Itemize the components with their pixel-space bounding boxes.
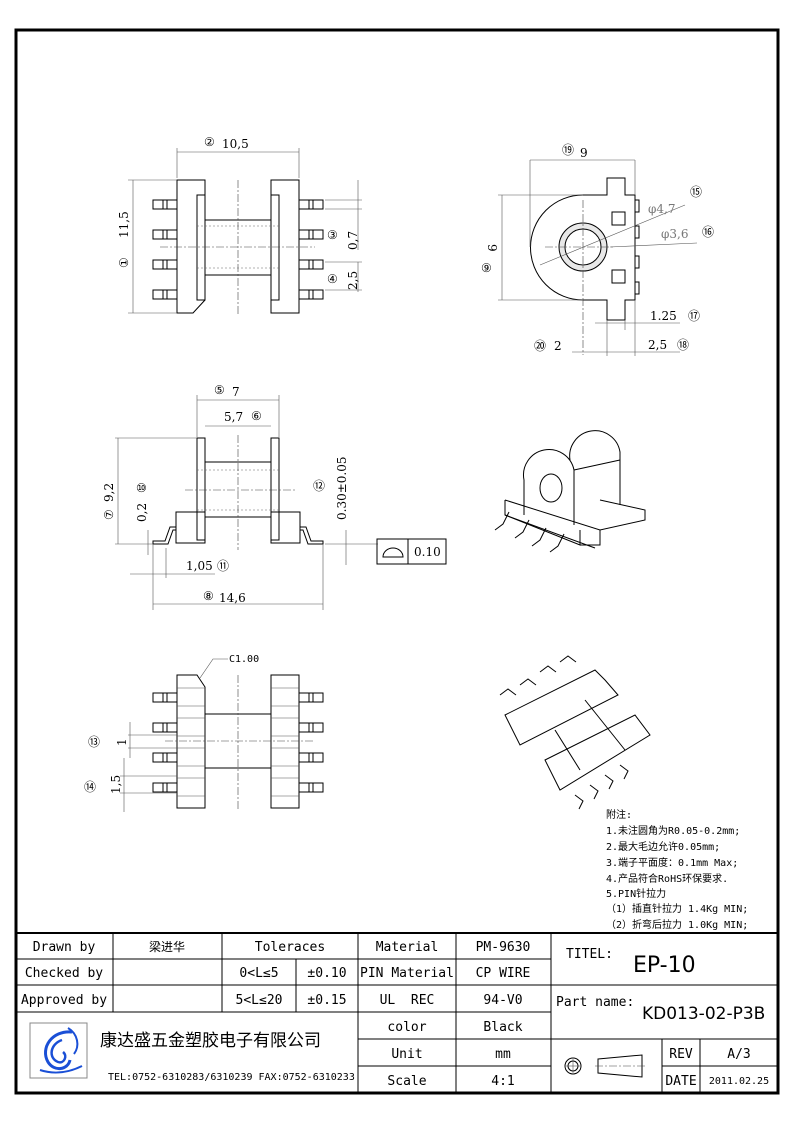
dim-number-2: ② (204, 135, 215, 149)
note-item: 3.端子平面度：0.1mm Max; (606, 856, 738, 869)
dim-value-4: 2,5 (346, 271, 360, 290)
dim-value-8: 14,6 (219, 591, 246, 605)
rev-label: REV (669, 1047, 693, 1062)
date-label: DATE (665, 1074, 696, 1089)
bottom-view: C1.00 ⑬ 1 ⑭ 1,5 (84, 654, 324, 812)
color-label: color (387, 1020, 426, 1035)
unit-value: mm (495, 1047, 511, 1062)
top-view: ② 10,5 ① 11,5 ③ 0,7 ④ 2,5 (117, 135, 362, 315)
dim-value-17: 1.25 (650, 309, 677, 323)
tolerances-label: Toleraces (255, 940, 325, 955)
dim-number-6: ⑥ (251, 409, 262, 423)
dim-value-3: 0,7 (346, 231, 360, 250)
dim-value-6: 5,7 (224, 410, 243, 424)
note-item: （2）折弯后拉力 1.0Kg MIN; (606, 918, 748, 931)
rev-value: A/3 (727, 1047, 750, 1062)
dim-value-13: 1 (115, 738, 129, 746)
flatness-value: 0.10 (414, 545, 441, 559)
part-name-value: KD013-02-P3B (642, 1004, 765, 1024)
scale-value: 4:1 (491, 1074, 514, 1089)
unit-label: Unit (391, 1047, 422, 1062)
dim-value-11: 1,05 (186, 559, 213, 573)
note-item: 4.产品符合RoHS环保要求. (606, 872, 728, 885)
ul-value: 94-V0 (483, 993, 522, 1008)
material-label: Material (376, 940, 439, 955)
dim-number-15: ⑮ (690, 185, 702, 199)
chamfer-label: C1.00 (229, 654, 259, 665)
scale-label: Scale (387, 1074, 426, 1089)
tolerance-range-2: 5<L≤20 (236, 993, 283, 1008)
dim-value-9: 9 (485, 244, 499, 252)
dim-number-14: ⑭ (84, 780, 96, 794)
note-item: （1）插直针拉力 1.4Kg MIN; (606, 902, 748, 915)
tolerance-value-1: ±0.10 (307, 966, 346, 981)
ul-label: UL REC (380, 993, 435, 1008)
dim-number-17: ⑰ (688, 309, 700, 323)
tolerance-value-2: ±0.15 (307, 993, 346, 1008)
end-view: ⑲ 9 ⑨ 9 φ4,7 ⑮ φ3,6 ⑯ 1.25 ⑰ ⑳ 2 2,5 ⑱ (481, 143, 714, 356)
company-name: 康达盛五金塑胶电子有限公司 (100, 1031, 321, 1051)
material-value: PM-9630 (476, 940, 531, 955)
dim-number-16: ⑯ (702, 225, 714, 239)
drawn-by-value: 梁进华 (149, 939, 185, 954)
dim-number-9: ⑨ (481, 261, 492, 275)
isometric-view-bottom (499, 655, 651, 810)
dim-value-20: 2 (554, 339, 562, 353)
dim-number-8: ⑧ (203, 589, 214, 603)
side-view: ⑤ 7 5,7 ⑥ ⑦ 9,2 ⑩ 0,2 1,05 ⑪ ⑧ 14,6 ⑫ 0.… (102, 383, 447, 610)
dim-value-19: 9 (580, 146, 588, 160)
projection-symbol-icon (564, 1054, 645, 1078)
dim-value-10: 0,2 (135, 503, 149, 522)
drawn-by-label: Drawn by (33, 940, 96, 955)
date-value: 2011.02.25 (709, 1076, 769, 1087)
note-item: 2.最大毛边允许0.05mm; (606, 840, 720, 853)
dim-value-2: 10,5 (222, 137, 249, 151)
dim-value-5: 7 (232, 385, 240, 399)
dim-number-20: ⑳ (534, 339, 546, 353)
dim-number-1: ① (117, 257, 131, 268)
tolerance-range-1: 0<L≤5 (239, 966, 278, 981)
isometric-view-top (494, 430, 646, 553)
dim-value-18: 2,5 (648, 338, 667, 352)
dim-number-18: ⑱ (677, 338, 689, 352)
notes-title: 附注: (606, 808, 632, 821)
title-label: TITEL: (566, 947, 613, 962)
approved-by-label: Approved by (21, 993, 107, 1008)
part-name-label: Part name: (556, 995, 634, 1010)
dim-value-7: 9,2 (102, 483, 116, 502)
dim-value-14: 1,5 (109, 775, 123, 794)
dim-number-12: ⑫ (313, 479, 325, 493)
dim-value-15: φ4,7 (648, 202, 676, 216)
dim-number-10: ⑩ (136, 481, 147, 495)
sheet-border (14, 28, 780, 1095)
dim-number-3: ③ (327, 228, 338, 242)
dim-number-13: ⑬ (88, 735, 100, 749)
drawing-title: EP-10 (633, 953, 696, 978)
dim-value-1: 11,5 (117, 211, 131, 238)
flatness-callout: 0.10 (376, 538, 447, 565)
dim-number-19: ⑲ (562, 143, 574, 157)
dim-value-16: φ3,6 (661, 227, 689, 241)
checked-by-label: Checked by (25, 966, 103, 981)
dim-number-5: ⑤ (214, 383, 225, 397)
dim-value-12: 0.30±0.05 (335, 457, 349, 521)
title-block: Drawn by 梁进华 Toleraces Checked by 0<L≤5 … (16, 932, 778, 1093)
dim-number-4: ④ (327, 272, 338, 286)
company-logo (29, 1022, 88, 1079)
note-item: 5.PIN针拉力 (606, 887, 666, 900)
note-item: 1.未注圆角为R0.05-0.2mm; (606, 824, 740, 837)
notes: 附注: 1.未注圆角为R0.05-0.2mm; 2.最大毛边允许0.05mm; … (606, 808, 748, 931)
color-value: Black (483, 1020, 522, 1035)
pin-material-value: CP WIRE (476, 966, 531, 981)
pin-material-label: PIN Material (360, 966, 454, 981)
company-contact: TEL:0752-6310283/6310239 FAX:0752-631023… (108, 1072, 355, 1083)
dim-number-7: ⑦ (102, 509, 116, 520)
dim-number-11: ⑪ (217, 559, 229, 573)
